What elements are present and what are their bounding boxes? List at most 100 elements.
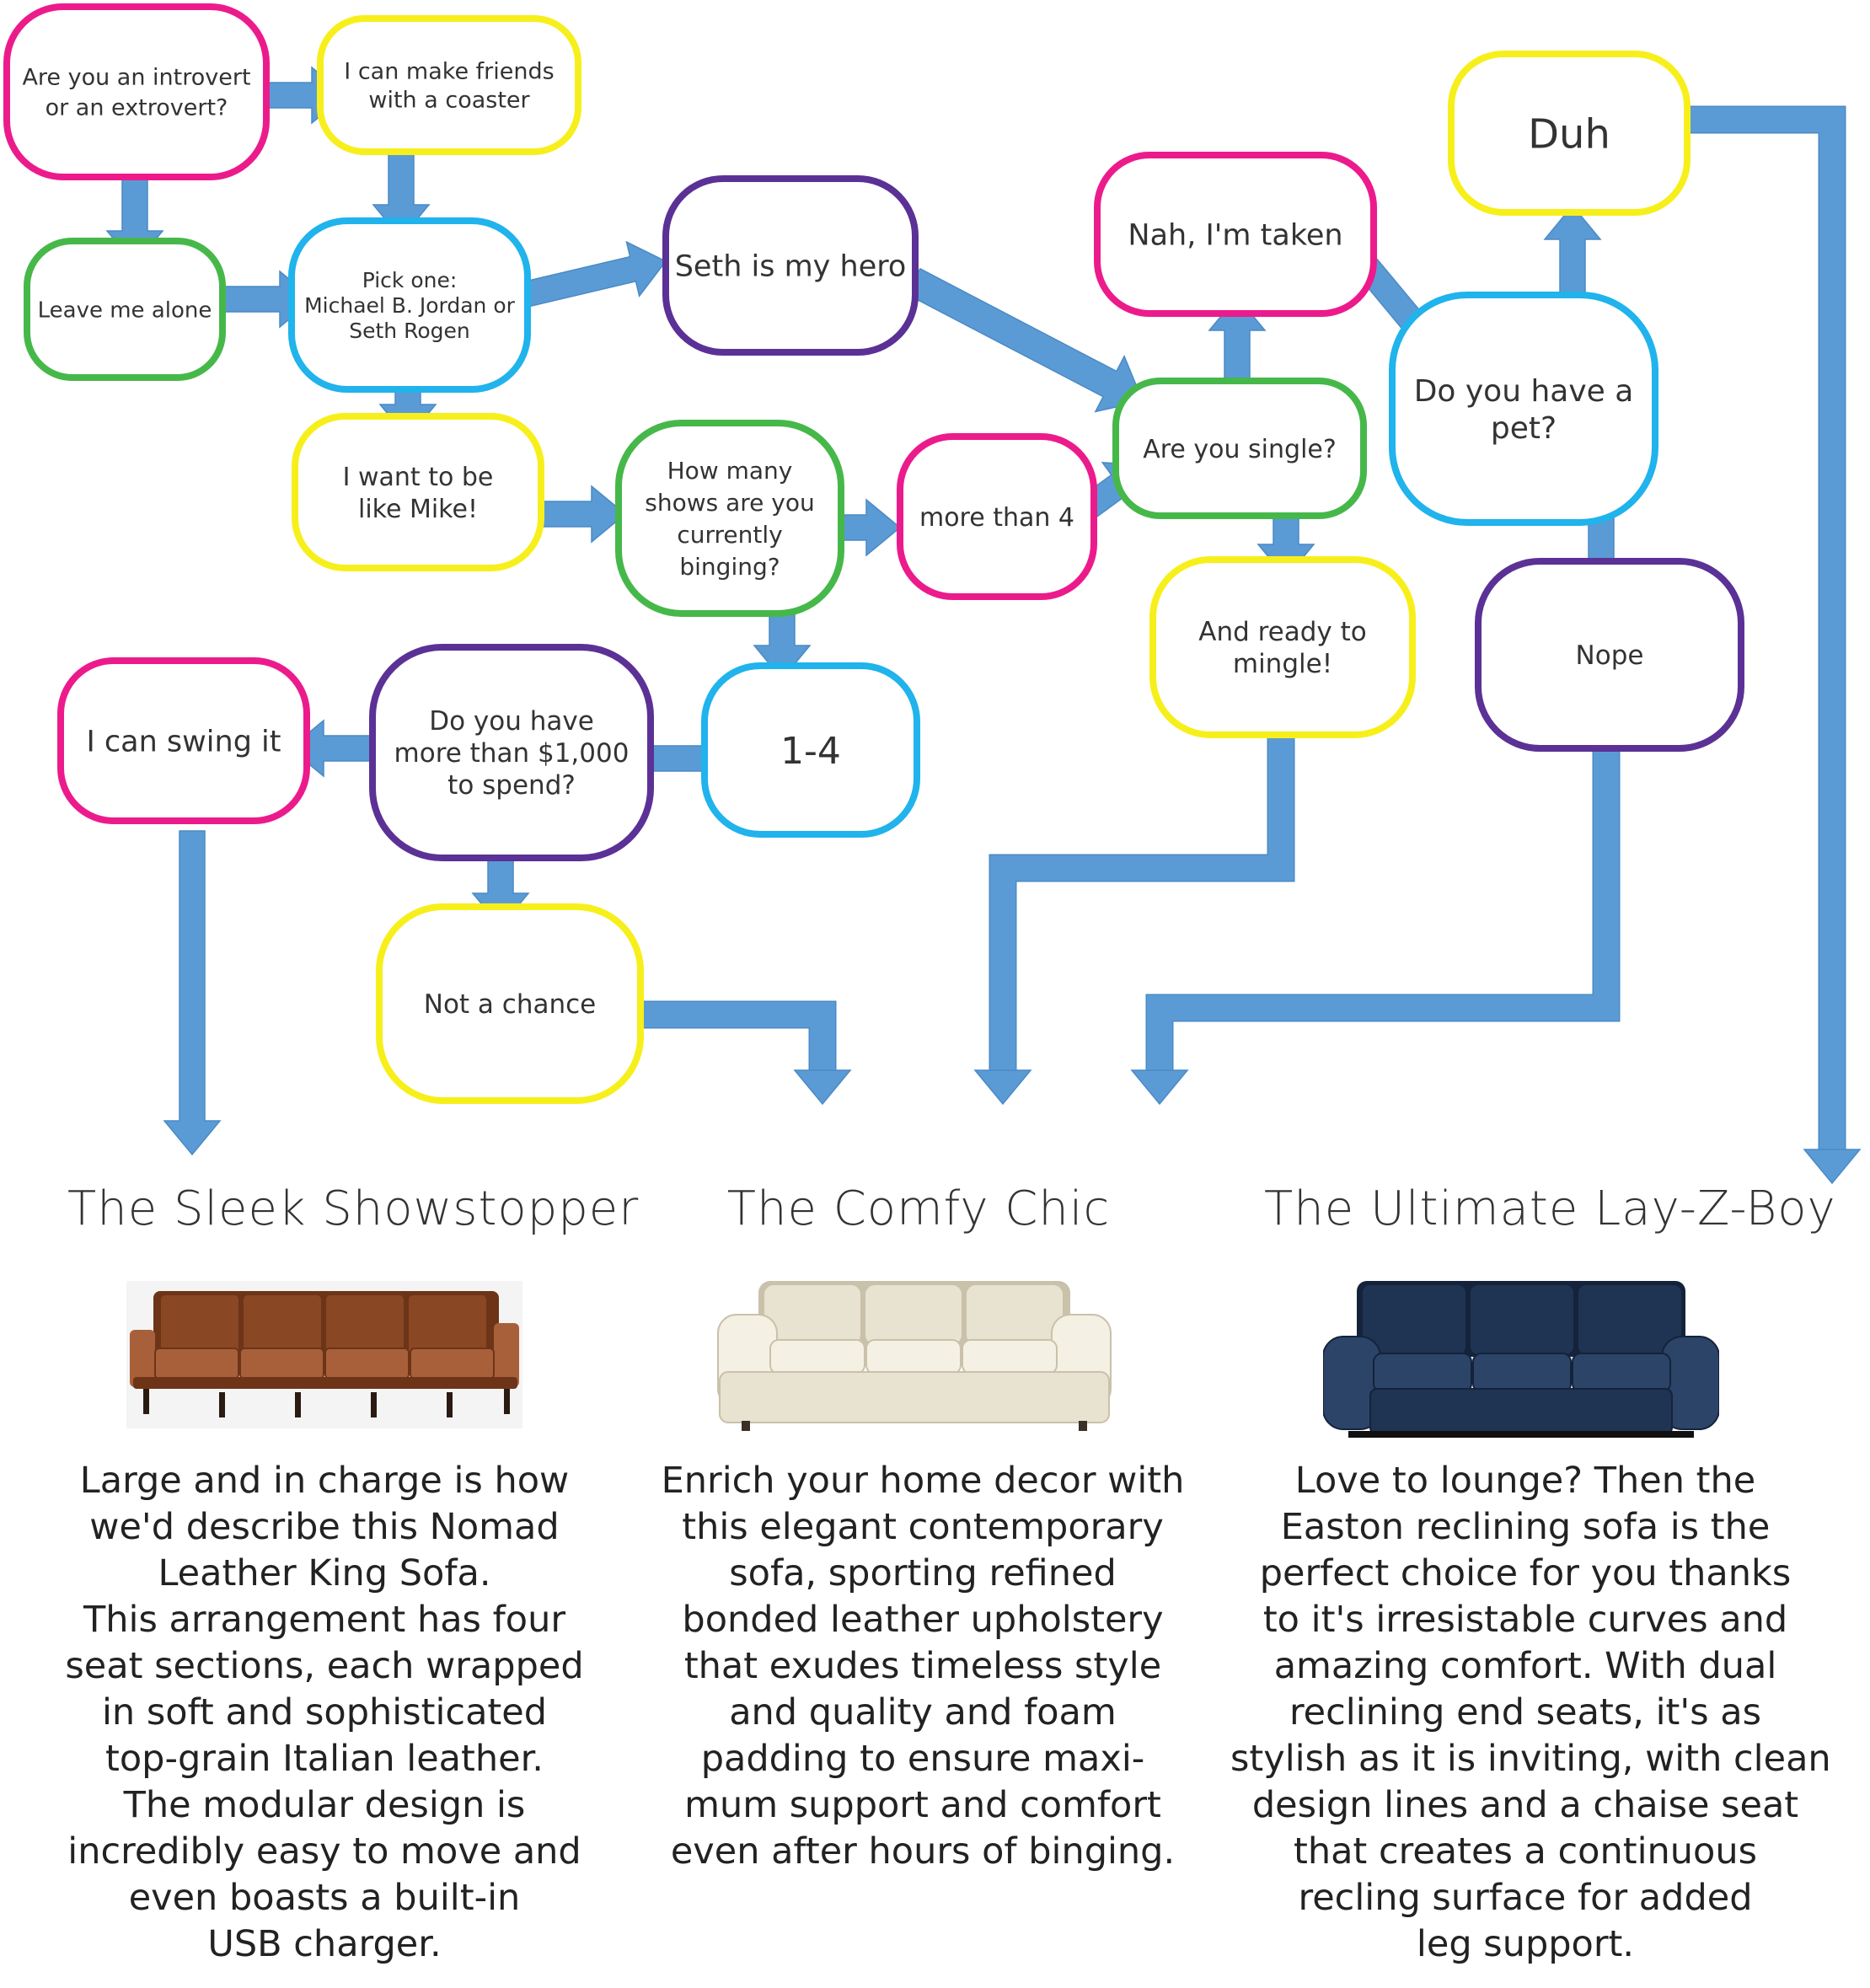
description-line: This arrangement has four (83, 1599, 566, 1641)
node-label: Pick one: (362, 268, 458, 292)
node-label: I can swing it (86, 726, 281, 759)
arrow-nope-to-ultimate (1130, 737, 1621, 1106)
node-label: I want to be (343, 463, 494, 492)
description-line: Enrich your home decor with (661, 1460, 1185, 1502)
node-label: shows are you (645, 489, 814, 517)
sofa-image-comfy-chic (717, 1281, 1112, 1431)
description-line: that creates a continuous (1293, 1830, 1758, 1873)
node-introvert: Are you an introvert or an extrovert? (3, 3, 270, 180)
arrow-nochance-to-comfy (620, 1000, 852, 1106)
node-label: pet? (1491, 411, 1557, 446)
description-line: sofa, sporting refined (729, 1552, 1117, 1594)
node-label: How many (667, 457, 793, 485)
description-line: Leather King Sofa. (158, 1552, 491, 1594)
description-line: recling surface for added (1298, 1877, 1753, 1919)
product-title-comfy-chic: The Comfy Chic (726, 1182, 1111, 1236)
node-label: mingle! (1233, 649, 1332, 679)
description-line: in soft and sophisticated (101, 1691, 548, 1733)
node-label: binging? (679, 553, 780, 581)
node-duh: Duh (1448, 51, 1691, 216)
flow-nodes: Are you an introvert or an extrovert? I ca… (3, 3, 1744, 1104)
node-label: Nah, I'm taken (1128, 219, 1342, 253)
arrow-seth-to-single (906, 267, 1144, 413)
node-label: Do you have (429, 706, 594, 737)
node-taken: Nah, I'm taken (1094, 152, 1377, 317)
description-line: top-grain Italian leather. (105, 1738, 544, 1780)
node-leave: Leave me alone (24, 238, 226, 381)
arrow-swing-to-sleek (163, 830, 222, 1156)
node-label: Do you have a (1414, 374, 1634, 409)
description-line: and quality and foam (729, 1691, 1117, 1733)
arrow-pick-to-seth (512, 240, 667, 310)
sofa-image-ultimate-lay-z-boy (1323, 1281, 1719, 1438)
node-label: Nope (1576, 640, 1644, 671)
node-label: Michael B. Jordan or (304, 293, 516, 318)
description-line: leg support. (1416, 1923, 1635, 1965)
description-line: padding to ensure maxi- (700, 1738, 1145, 1780)
node-label: Seth Rogen (349, 319, 469, 343)
node-seth: Seth is my hero (662, 175, 919, 356)
node-label: with a coaster (368, 88, 530, 114)
sofa-illustration (1323, 1281, 1719, 1438)
arrow-pet-to-duh (1543, 204, 1602, 301)
arrow-mingle-to-comfy (973, 705, 1295, 1106)
description-line: stylish as it is inviting, with clean (1230, 1738, 1831, 1780)
node-label: Seth is my hero (675, 250, 907, 284)
description-line: The modular design is (123, 1784, 526, 1826)
description-line: Large and in charge is how (79, 1460, 570, 1502)
description-line: Easton reclining sofa is the (1280, 1506, 1771, 1548)
description-line: that exudes timeless style (683, 1645, 1162, 1687)
product-title-sleek-showstopper: The Sleek Showstopper (67, 1182, 640, 1236)
node-nochance: Not a chance (376, 903, 644, 1104)
description-line: even after hours of binging. (670, 1830, 1176, 1873)
node-label: like Mike! (358, 495, 478, 524)
node-swing: I can swing it (57, 657, 310, 824)
description-line: USB charger. (207, 1923, 442, 1965)
description-line: design lines and a chaise seat (1251, 1784, 1799, 1826)
description-line: mum support and comfort (684, 1784, 1161, 1826)
node-single: Are you single? (1112, 378, 1367, 519)
node-label: to spend? (447, 770, 576, 801)
node-more4: more than 4 (897, 433, 1097, 600)
node-nope: Nope (1475, 558, 1744, 752)
arrow-duh-to-ultimate (1648, 105, 1862, 1185)
node-label: more than 4 (919, 503, 1074, 533)
sofa-image-sleek-showstopper (126, 1281, 522, 1428)
node-label: or an extrovert? (46, 95, 228, 121)
node-shows: How many shows are you currently binging? (615, 420, 844, 617)
description-line: this elegant contemporary (682, 1506, 1164, 1548)
description-line: perfect choice for you thanks (1259, 1552, 1792, 1594)
node-label: I can make friends (344, 59, 554, 85)
description-line: amazing comfort. With dual (1273, 1645, 1777, 1687)
node-label: 1-4 (780, 730, 841, 773)
node-label: Not a chance (424, 989, 596, 1020)
node-label: Duh (1528, 110, 1610, 158)
sofa-illustration (126, 1281, 522, 1428)
node-coaster: I can make friends with a coaster (317, 15, 581, 155)
node-label: more than $1,000 (394, 738, 630, 769)
sofa-illustration (717, 1281, 1112, 1431)
description-line: incredibly easy to move and (67, 1830, 581, 1873)
node-label: currently (677, 521, 782, 549)
node-mike: I want to be like Mike! (292, 413, 544, 571)
node-label: Leave me alone (38, 297, 212, 323)
node-label: Are you an introvert (22, 65, 250, 91)
node-label: And ready to (1198, 617, 1367, 647)
description-line: seat sections, each wrapped (65, 1645, 584, 1687)
description-line: bonded leather upholstery (682, 1599, 1164, 1641)
product-title-ultimate-lay-z-boy: The Ultimate Lay-Z-Boy (1264, 1182, 1836, 1236)
description-line: reclining end seats, it's as (1289, 1691, 1762, 1733)
description-line: Love to lounge? Then the (1294, 1460, 1756, 1502)
description-line: even boasts a built-in (128, 1877, 521, 1919)
node-label: Are you single? (1143, 435, 1337, 464)
node-range: 1-4 (701, 662, 920, 838)
description-line: to it's irresistable curves and (1262, 1599, 1788, 1641)
